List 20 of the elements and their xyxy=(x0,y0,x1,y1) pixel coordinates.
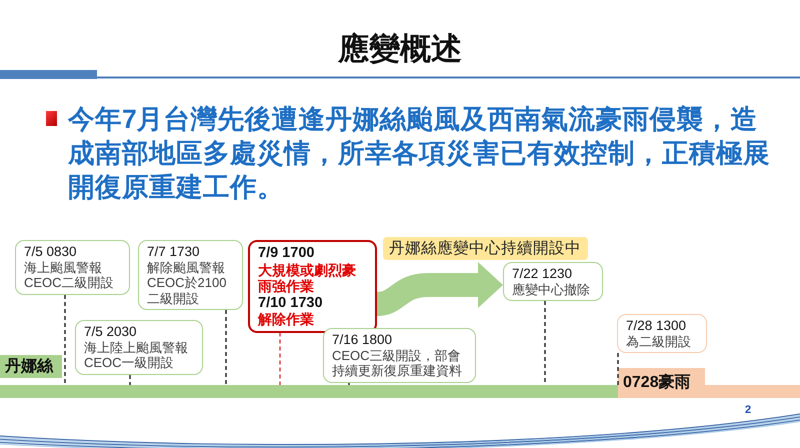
event-box: 7/5 0830 海上颱風警報 CEOC二級開設 xyxy=(15,240,130,295)
event-box: 7/7 1730 解除颱風警報 CEOC於2100二級開設 xyxy=(138,240,243,310)
event-box: 7/5 2030 海上陸上颱風警報 CEOC一級開設 xyxy=(75,320,203,375)
band-tab: 丹娜絲 xyxy=(0,355,62,378)
event-box: 7/22 1230 應變中心撤除 xyxy=(503,262,603,301)
leader-line xyxy=(64,295,66,385)
leader-line xyxy=(225,310,227,385)
slide-title: 應變概述 xyxy=(336,30,463,68)
event-box: 7/16 1800 CEOC三級開設，部會持續更新復原重建資料 xyxy=(323,328,476,382)
leader-line xyxy=(348,382,350,385)
leader-line xyxy=(129,375,131,385)
alert-event-box: 7/9 1700 大規模或劇烈豪雨強作業 7/10 1730 解除作業 xyxy=(248,240,377,332)
leader-line xyxy=(544,301,546,385)
leader-line xyxy=(279,332,281,385)
event-box: 7/28 1300 為二級開設 xyxy=(617,314,707,353)
leader-line xyxy=(617,353,619,385)
timeline-band xyxy=(618,368,800,398)
bullet-text: 今年7月台灣先後遭逢丹娜絲颱風及西南氣流豪雨侵襲，造成南部地區多處災情，所幸各項災害已有效控制，正積極展開復原重建工作。 xyxy=(68,103,771,204)
edge-label: 丹娜絲應變中心持續開設中 xyxy=(383,237,588,260)
page-number: 2 xyxy=(745,404,752,416)
